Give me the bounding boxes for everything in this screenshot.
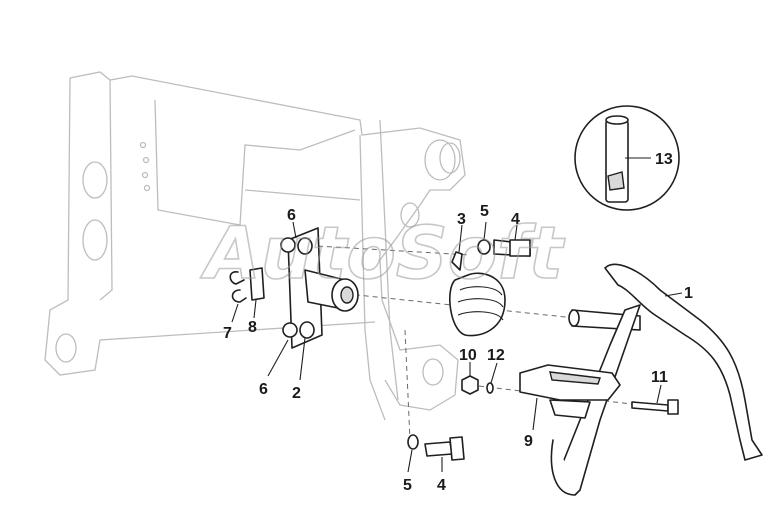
callout-3: 3 <box>457 211 466 228</box>
callout-5-top: 5 <box>480 203 489 220</box>
clip-parts <box>229 267 265 303</box>
leader-lines <box>231 157 683 473</box>
callout-labels: 1 2 3 4 4 5 5 6 6 7 8 9 10 11 12 13 <box>223 151 693 494</box>
callout-4-top: 4 <box>511 211 520 228</box>
callout-5-bottom: 5 <box>403 477 412 494</box>
callout-11: 11 <box>651 369 668 386</box>
watermark-text: AutoSoft <box>200 211 566 295</box>
pedal-pad <box>519 364 621 419</box>
callout-13: 13 <box>655 151 673 168</box>
callout-8: 8 <box>248 319 257 336</box>
callout-10: 10 <box>459 347 477 364</box>
background-frame <box>44 71 466 421</box>
fasteners-lower <box>461 375 679 415</box>
callout-1: 1 <box>684 285 693 302</box>
spring-and-bolt-top <box>449 239 531 337</box>
callout-9: 9 <box>524 433 533 450</box>
callout-7: 7 <box>223 325 232 342</box>
bushing-assembly <box>280 227 359 349</box>
fasteners-bottom <box>407 434 465 461</box>
callout-6-bottom: 6 <box>259 381 268 398</box>
callout-2: 2 <box>292 385 301 402</box>
callout-12: 12 <box>487 347 505 364</box>
callout-4-bottom: 4 <box>437 477 446 494</box>
callout-6-top: 6 <box>287 207 296 224</box>
